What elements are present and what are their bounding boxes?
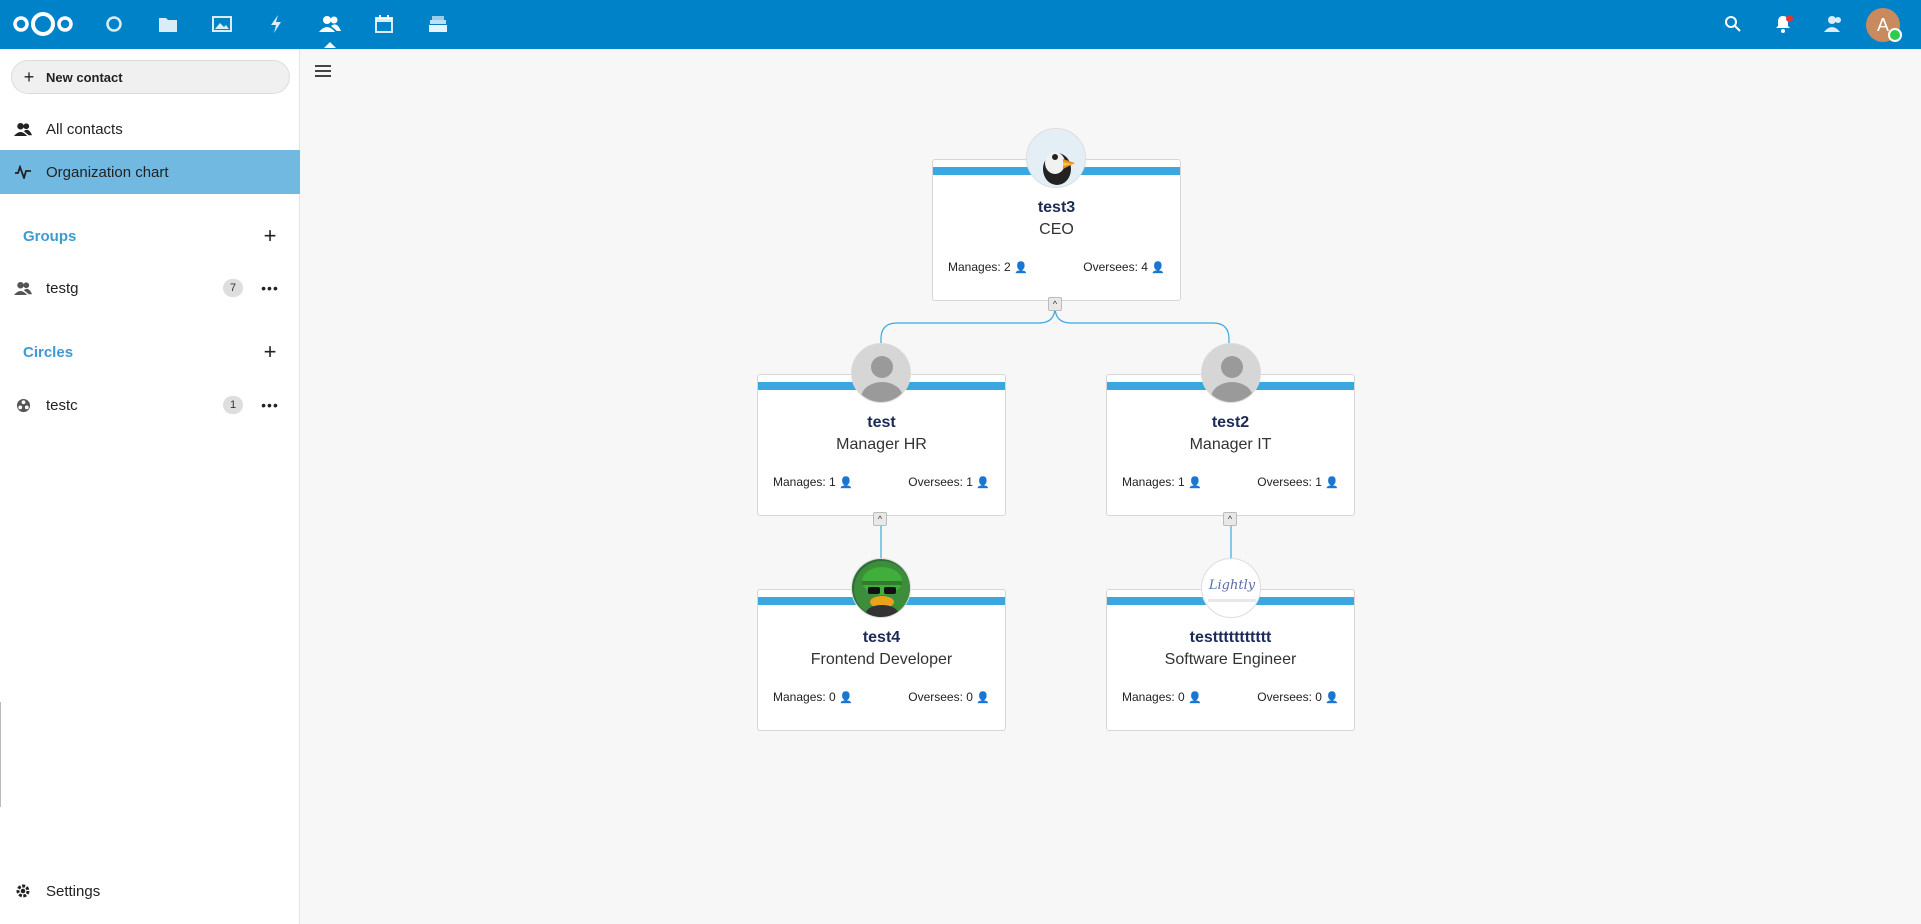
group-more-icon[interactable]: ••• bbox=[261, 280, 279, 296]
person-icon: 👤 bbox=[976, 692, 990, 704]
activity-icon bbox=[0, 165, 46, 179]
lightly-logo-text: Lightly bbox=[1208, 578, 1256, 593]
notifications-bell-icon[interactable] bbox=[1769, 10, 1797, 38]
group-icon bbox=[0, 281, 46, 296]
puffin-avatar bbox=[1026, 128, 1086, 188]
hamburger-menu-icon[interactable] bbox=[312, 60, 334, 82]
group-label: testg bbox=[46, 279, 79, 297]
person-icon: 👤 bbox=[839, 692, 853, 704]
node-oversees: Oversees: 1 👤 bbox=[1257, 475, 1339, 489]
node-name: test3 bbox=[1037, 199, 1076, 216]
plus-icon: + bbox=[23, 66, 35, 87]
circle-count-badge: 1 bbox=[223, 396, 243, 414]
person-icon: 👤 bbox=[1188, 692, 1202, 704]
duck-avatar bbox=[851, 558, 911, 618]
node-oversees: Oversees: 1 👤 bbox=[908, 475, 990, 489]
node-role: Frontend Developer bbox=[810, 651, 953, 668]
settings-label: Settings bbox=[46, 882, 101, 900]
oversees-text: Oversees: 0 bbox=[908, 690, 973, 704]
settings-button[interactable]: Settings bbox=[0, 869, 300, 913]
search-icon[interactable] bbox=[1719, 10, 1747, 38]
photos-app-icon[interactable] bbox=[208, 10, 236, 38]
add-circle-button[interactable]: + bbox=[263, 339, 277, 364]
contacts-icon bbox=[0, 122, 46, 137]
node-manages: Manages: 2 👤 bbox=[948, 260, 1028, 274]
circles-section-title: Circles bbox=[23, 344, 74, 361]
calendar-app-icon[interactable] bbox=[370, 10, 398, 38]
contacts-app-icon[interactable] bbox=[316, 10, 344, 48]
nav-item-organization-chart[interactable]: Organization chart bbox=[0, 150, 300, 194]
node-name: test4 bbox=[862, 629, 901, 646]
notification-dot bbox=[1786, 15, 1793, 22]
dashboard-app-icon[interactable] bbox=[100, 10, 128, 38]
app-navigation: + New contact All contacts Organization … bbox=[0, 49, 300, 924]
node-name: test bbox=[867, 414, 896, 431]
deck-app-icon[interactable] bbox=[424, 10, 452, 38]
node-manages: Manages: 1 👤 bbox=[1122, 475, 1202, 489]
oversees-text: Oversees: 1 bbox=[908, 475, 973, 489]
node-role: Manager IT bbox=[1189, 436, 1272, 453]
org-node-card[interactable]: test3 CEO Manages: 2 👤 Oversees: 4 👤 bbox=[932, 159, 1181, 301]
default-avatar bbox=[1201, 343, 1261, 403]
node-oversees: Oversees: 0 👤 bbox=[908, 690, 990, 704]
groups-section-title: Groups bbox=[23, 228, 77, 245]
node-manages: Manages: 0 👤 bbox=[1122, 690, 1202, 704]
oversees-text: Oversees: 1 bbox=[1257, 475, 1322, 489]
files-app-icon[interactable] bbox=[154, 10, 182, 38]
node-role: Software Engineer bbox=[1164, 651, 1297, 668]
oversees-text: Oversees: 0 bbox=[1257, 690, 1322, 704]
circle-more-icon[interactable]: ••• bbox=[261, 397, 279, 413]
top-header: A bbox=[0, 0, 1921, 49]
node-role: Manager HR bbox=[836, 436, 927, 453]
online-status-dot bbox=[1888, 28, 1902, 42]
node-manages: Manages: 0 👤 bbox=[773, 690, 853, 704]
oversees-text: Oversees: 4 bbox=[1083, 260, 1148, 274]
nav-item-label: Organization chart bbox=[46, 163, 169, 181]
nextcloud-logo[interactable] bbox=[11, 8, 75, 40]
manages-text: Manages: 1 bbox=[1122, 475, 1185, 489]
default-avatar bbox=[851, 343, 911, 403]
person-icon: 👤 bbox=[976, 477, 990, 489]
new-contact-button[interactable]: + New contact bbox=[11, 60, 290, 94]
circle-label: testc bbox=[46, 396, 78, 414]
collapse-node-button[interactable]: ^ bbox=[1048, 297, 1062, 311]
collapse-node-button[interactable]: ^ bbox=[873, 512, 887, 526]
manages-text: Manages: 2 bbox=[948, 260, 1011, 274]
person-icon: 👤 bbox=[1325, 477, 1339, 489]
group-count-badge: 7 bbox=[223, 279, 243, 297]
contacts-menu-icon[interactable] bbox=[1820, 10, 1848, 38]
add-group-button[interactable]: + bbox=[263, 223, 277, 248]
node-oversees: Oversees: 4 👤 bbox=[1083, 260, 1165, 274]
circle-item-testc[interactable]: testc 1 ••• bbox=[0, 383, 300, 427]
group-item-testg[interactable]: testg 7 ••• bbox=[0, 266, 300, 310]
lightly-logo-avatar: Lightly bbox=[1201, 558, 1261, 618]
person-icon: 👤 bbox=[1014, 262, 1028, 274]
person-icon: 👤 bbox=[839, 477, 853, 489]
person-icon: 👤 bbox=[1188, 477, 1202, 489]
person-icon: 👤 bbox=[1325, 692, 1339, 704]
manages-text: Manages: 0 bbox=[1122, 690, 1185, 704]
node-name: test2 bbox=[1211, 414, 1250, 431]
window-edge bbox=[0, 702, 1, 807]
node-oversees: Oversees: 0 👤 bbox=[1257, 690, 1339, 704]
circle-icon bbox=[0, 398, 46, 413]
gear-icon bbox=[0, 883, 46, 899]
user-avatar-letter: A bbox=[1876, 14, 1889, 35]
person-icon: 👤 bbox=[1151, 262, 1165, 274]
manages-text: Manages: 1 bbox=[773, 475, 836, 489]
node-name: testtttttttttt bbox=[1189, 629, 1272, 646]
node-role: CEO bbox=[1039, 221, 1074, 238]
collapse-node-button[interactable]: ^ bbox=[1223, 512, 1237, 526]
manages-text: Manages: 0 bbox=[773, 690, 836, 704]
node-manages: Manages: 1 👤 bbox=[773, 475, 853, 489]
nav-item-label: All contacts bbox=[46, 120, 123, 138]
new-contact-label: New contact bbox=[46, 69, 123, 85]
activity-app-icon[interactable] bbox=[262, 10, 290, 38]
nav-item-all-contacts[interactable]: All contacts bbox=[0, 107, 300, 151]
